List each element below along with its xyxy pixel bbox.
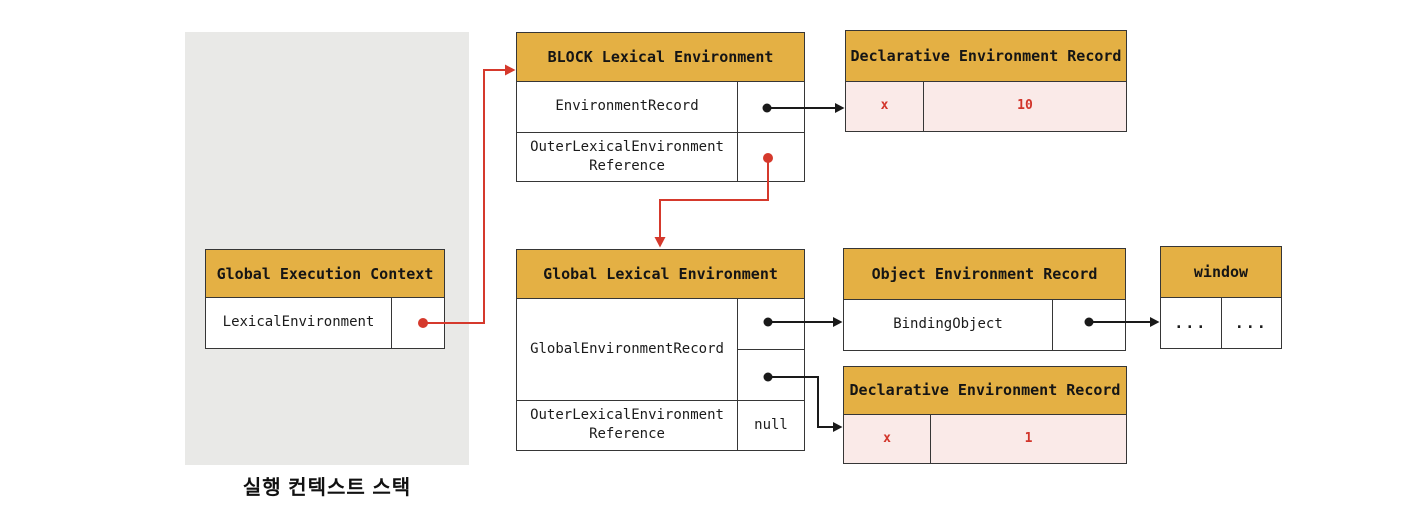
- pointer-cell-outer-reference: [738, 133, 804, 182]
- window-cell-1: ...: [1161, 297, 1222, 348]
- arrowhead: [833, 317, 843, 327]
- arrowhead: [833, 422, 843, 432]
- pointer-cell-lexical-environment: [392, 298, 444, 348]
- pointer-cell-environment-record: [738, 82, 804, 132]
- binding-key-cell: x: [846, 81, 924, 131]
- box-title-declarative-record-global: Declarative Environment Record: [844, 367, 1126, 415]
- binding-key-cell: x: [844, 414, 931, 463]
- window-cell-2: ...: [1234, 313, 1268, 332]
- arrowhead: [654, 237, 666, 248]
- null-value-cell: null: [754, 416, 788, 433]
- arrowhead: [505, 64, 516, 76]
- box-title-declarative-record-block: Declarative Environment Record: [846, 31, 1126, 82]
- box-declarative-record-block: Declarative Environment Record x 10: [845, 30, 1127, 132]
- pointer-cell-binding-object: [1053, 300, 1125, 351]
- box-global-lexical-environment: Global Lexical Environment GlobalEnviron…: [516, 249, 805, 451]
- box-title-window: window: [1161, 247, 1281, 298]
- arrowhead: [1150, 317, 1160, 327]
- box-title-block-lexical-environment: BLOCK Lexical Environment: [517, 33, 804, 82]
- box-block-lexical-environment: BLOCK Lexical Environment EnvironmentRec…: [516, 32, 805, 182]
- binding-value-cell: 1: [931, 414, 1126, 463]
- row-global-environment-record: GlobalEnvironmentRecord: [517, 298, 738, 400]
- row-binding-object: BindingObject: [844, 299, 1053, 350]
- execution-context-stack-label: 실행 컨텍스트 스택: [242, 477, 412, 499]
- box-title-object-environment-record: Object Environment Record: [844, 249, 1125, 300]
- box-global-execution-context: Global Execution Context LexicalEnvironm…: [205, 249, 445, 349]
- box-title-global-execution-context: Global Execution Context: [206, 250, 444, 298]
- execution-context-stack-background: [185, 32, 469, 465]
- pointer-cell-object-environment-record: [738, 299, 804, 349]
- row-outer-lexical-environment-reference-global: OuterLexicalEnvironment Reference: [517, 400, 738, 450]
- binding-value-cell: 10: [924, 81, 1126, 131]
- arrowhead: [835, 103, 845, 113]
- row-environment-record: EnvironmentRecord: [517, 81, 738, 132]
- row-outer-lexical-environment-reference: OuterLexicalEnvironment Reference: [517, 132, 738, 181]
- box-title-global-lexical-environment: Global Lexical Environment: [517, 250, 804, 299]
- pointer-cell-declarative-environment-record: [738, 348, 804, 400]
- box-declarative-record-global: Declarative Environment Record x 1: [843, 366, 1127, 464]
- row-lexical-environment: LexicalEnvironment: [206, 298, 392, 348]
- box-object-environment-record: Object Environment Record BindingObject: [843, 248, 1126, 351]
- box-window: window ... ...: [1160, 246, 1282, 349]
